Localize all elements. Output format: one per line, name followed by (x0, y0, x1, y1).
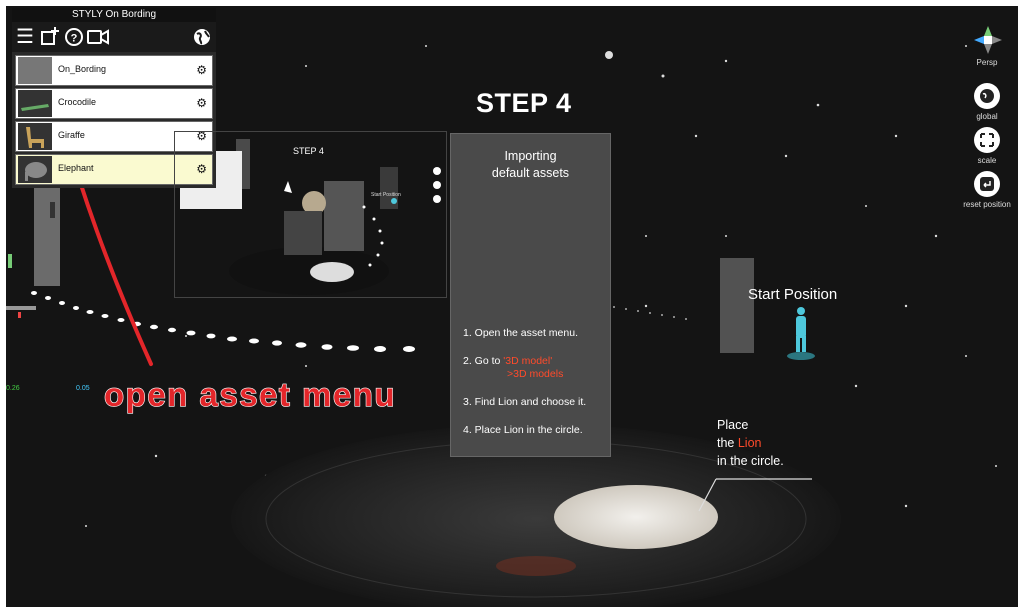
asset-name: Crocodile (58, 97, 97, 107)
step2-prefix: 2. Go to (463, 355, 504, 367)
avatar-silhouette (796, 307, 806, 352)
asset-name: Elephant (58, 163, 94, 173)
globe-icon[interactable] (192, 25, 212, 49)
step2-highlight: '3D model' (503, 355, 553, 367)
hamburger-menu-icon[interactable]: ☰ (16, 26, 34, 48)
card-step-4: 4. Place Lion in the circle. (463, 424, 583, 436)
card-title: Importing default assets (451, 148, 610, 182)
gear-icon[interactable]: ⚙ (196, 162, 207, 176)
gear-icon[interactable]: ⚙ (196, 96, 207, 110)
svg-text:?: ? (71, 33, 78, 45)
asset-row-crocodile[interactable]: Crocodile ⚙ (15, 88, 213, 119)
card-step-1: 1. Open the asset menu. (463, 327, 578, 339)
asset-name: Giraffe (58, 130, 85, 140)
asset-row-elephant[interactable]: Elephant ⚙ (15, 154, 213, 185)
asset-row-giraffe[interactable]: Giraffe ⚙ (15, 121, 213, 152)
gear-icon[interactable]: ⚙ (196, 63, 207, 77)
step2-highlight-sub: >3D models (507, 368, 564, 380)
place-note: Place the Lion in the circle. (717, 416, 784, 470)
open-asset-menu-annotation: open asset menu (103, 375, 397, 413)
card-title-line2: default assets (491, 166, 570, 180)
scale-label: scale (977, 156, 997, 165)
crocodile-thumbnail (18, 90, 52, 117)
reset-icon (980, 177, 994, 191)
app-title: STYLY On Bording (12, 8, 216, 22)
right-pillar (720, 258, 754, 353)
inset-scene (180, 139, 441, 295)
toolbar: ☰ ? (12, 22, 216, 52)
place-note-line3: in the circle. (717, 454, 784, 468)
axis-gizmo (974, 26, 1002, 54)
asset-thumbnail (18, 57, 52, 84)
target-circle (554, 485, 718, 549)
gear-icon[interactable]: ⚙ (196, 129, 207, 143)
place-note-highlight: Lion (737, 436, 762, 450)
add-asset-icon[interactable] (40, 25, 60, 49)
card-title-line1: Importing (504, 149, 557, 163)
place-note-prefix: the (717, 436, 738, 450)
inset-title: STEP 4 (293, 146, 324, 156)
viewport[interactable]: STYLY On Bording ☰ ? On_Bording ⚙ Crocod… (6, 6, 1018, 607)
stars (85, 45, 997, 527)
card-step-2: 2. Go to '3D model' >3D models (463, 355, 563, 381)
place-note-line1: Place (717, 418, 749, 432)
inset-screenshot: STEP 4 Start Position (174, 131, 447, 298)
globe-icon (980, 89, 994, 103)
elephant-thumbnail (18, 156, 52, 183)
coordinate-readout: 0.26 (6, 385, 20, 392)
reset-position-button[interactable] (974, 171, 1000, 197)
help-icon[interactable]: ? (64, 25, 84, 49)
global-label: global (976, 112, 998, 121)
video-camera-icon[interactable] (86, 25, 110, 49)
persp-label[interactable]: Persp (976, 58, 998, 67)
coordinate-readout: 0.05 (76, 385, 90, 392)
asset-list: On_Bording ⚙ Crocodile ⚙ Giraffe ⚙ Eleph… (12, 52, 216, 188)
global-button[interactable] (974, 83, 1000, 109)
scale-icon (980, 133, 994, 147)
asset-row-on-bording[interactable]: On_Bording ⚙ (15, 55, 213, 86)
instruction-card: Importing default assets 1. Open the ass… (450, 133, 611, 457)
reset-position-label: reset position (963, 200, 1011, 209)
asset-name: On_Bording (58, 64, 107, 74)
step-title: STEP 4 (476, 88, 572, 118)
card-step-3: 3. Find Lion and choose it. (463, 396, 587, 408)
scene-canvas (6, 26, 1002, 607)
scale-button[interactable] (974, 127, 1000, 153)
start-position-label: Start Position (748, 286, 838, 303)
inset-start-label: Start Position (371, 192, 401, 198)
giraffe-thumbnail (18, 123, 52, 150)
